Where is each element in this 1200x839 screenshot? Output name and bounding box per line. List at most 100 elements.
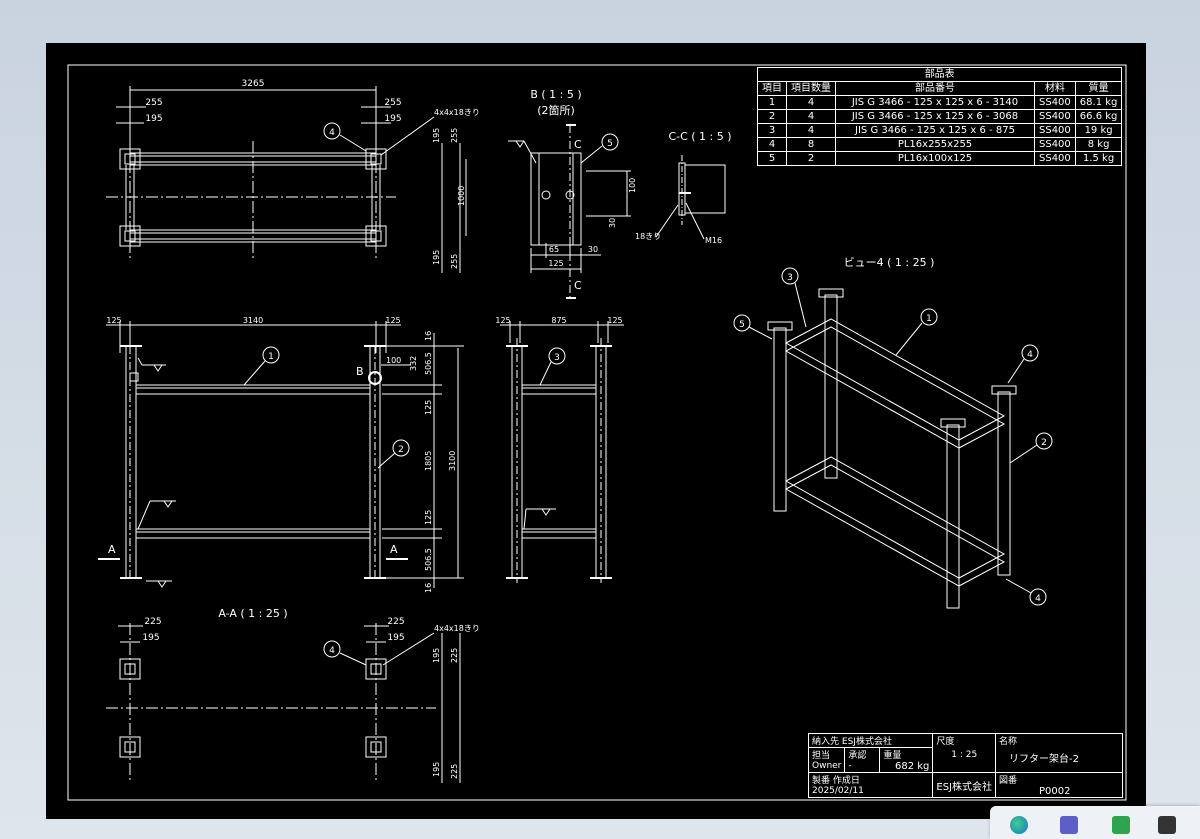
- drawing-canvas[interactable]: 3265 255 195 255 195 4x4x18きり 195 255 10…: [46, 43, 1146, 819]
- iso-view-title: ビュー4 ( 1 : 25 ): [844, 256, 935, 269]
- detail-b-callout: B: [356, 365, 364, 378]
- dim-front-506b: 506.5: [424, 548, 433, 571]
- dim-v255a: 255: [450, 128, 459, 143]
- balloon-iso-1: 1: [926, 314, 932, 324]
- dim-b-30v: 30: [608, 218, 617, 228]
- date-label: 作成日: [832, 776, 860, 786]
- client-label: 納入先: [812, 737, 840, 747]
- dim-b-100: 100: [628, 178, 637, 193]
- dim-aa-v195: 195: [432, 648, 441, 663]
- bom-cell: SS400: [1034, 137, 1076, 152]
- taskbar-tray: [990, 806, 1200, 839]
- bom-row: 5 2 PL16x100x125 SS400 1.5 kg: [757, 151, 1123, 166]
- weight-value: 682 kg: [894, 761, 930, 772]
- name-label: 名称: [999, 737, 1018, 747]
- dim-195-right: 195: [384, 114, 401, 124]
- balloon-top-4: 4: [329, 128, 335, 138]
- approve-label: 承認: [848, 751, 867, 761]
- dim-b-30h: 30: [588, 245, 598, 254]
- bom-header: 項目: [757, 81, 787, 96]
- bom-row: 1 4 JIS G 3466 - 125 x 125 x 6 - 3140 SS…: [757, 95, 1123, 110]
- bom-cell: SS400: [1034, 123, 1076, 138]
- scale-value: 1 : 25: [951, 750, 978, 760]
- dim-front-1805: 1805: [424, 451, 433, 471]
- bom-cell: 4: [786, 109, 836, 124]
- section-aa-title: A-A ( 1 : 25 ): [218, 607, 287, 620]
- bom-cell: JIS G 3466 - 125 x 125 x 6 - 3068: [835, 109, 1035, 124]
- bom-cell: PL16x255x255: [835, 137, 1035, 152]
- side-view: 125 875 125 3: [495, 316, 624, 583]
- section-cc-title: C-C ( 1 : 5 ): [668, 130, 731, 143]
- dim-front-3100: 3100: [448, 451, 457, 471]
- dim-cc-18: 18きり: [635, 232, 661, 241]
- balloon-iso-3: 3: [787, 273, 793, 283]
- bom-header: 質量: [1074, 81, 1123, 96]
- bom-cell: 68.1 kg: [1074, 95, 1123, 110]
- bom-cell: SS400: [1034, 95, 1076, 110]
- balloon-iso-4a: 4: [1027, 350, 1033, 360]
- date-value: 2025/02/11: [812, 786, 864, 796]
- bom-cell: 8: [786, 137, 836, 152]
- section-a-left: A: [108, 543, 116, 556]
- bom-cell: JIS G 3466 - 125 x 125 x 6 - 875: [835, 123, 1035, 138]
- charge-value: Owner: [812, 761, 842, 771]
- bom-cell: SS400: [1034, 109, 1076, 124]
- dim-v195b: 195: [432, 250, 441, 265]
- dim-front-125v: 125: [424, 400, 433, 415]
- company-value: ESJ株式会社: [936, 781, 993, 793]
- bom-row: 3 4 JIS G 3466 - 125 x 125 x 6 - 875 SS4…: [757, 123, 1123, 138]
- bom-row: 2 4 JIS G 3466 - 125 x 125 x 6 - 3068 SS…: [757, 109, 1123, 124]
- cad-drawing: 3265 255 195 255 195 4x4x18きり 195 255 10…: [67, 64, 1127, 801]
- detail-b-view: B ( 1 : 5 ) (2箇所) C C 5 100 30 65 30 125: [508, 88, 637, 299]
- dim-aa-195b: 195: [387, 633, 404, 643]
- bom-cell: 19 kg: [1074, 123, 1123, 138]
- section-a-right: A: [390, 543, 398, 556]
- hole-note-aa: 4x4x18きり: [434, 624, 480, 633]
- dim-front-506a: 506.5: [424, 352, 433, 375]
- bom-cell: 2: [757, 109, 787, 124]
- dim-side-125a: 125: [495, 316, 510, 325]
- isometric-view: ビュー4 ( 1 : 25 ) 3 5 1 4 2 4: [733, 256, 1053, 609]
- dim-aa-v225: 225: [450, 648, 459, 663]
- bom-cell: 8 kg: [1074, 137, 1123, 152]
- dim-front-100: 100: [386, 356, 401, 365]
- detail-b-title: B ( 1 : 5 ): [530, 88, 581, 101]
- dim-v195a: 195: [432, 128, 441, 143]
- balloon-iso-4b: 4: [1035, 594, 1041, 604]
- balloon-aa-4: 4: [329, 646, 335, 656]
- bom-cell: 66.6 kg: [1074, 109, 1123, 124]
- dim-front-16a: 16: [424, 331, 433, 341]
- dim-side-125b: 125: [607, 316, 622, 325]
- section-aa-view: A-A ( 1 : 25 ) 225 195 225 195 4x4x18きり …: [106, 607, 480, 783]
- dim-cc-m16: M16: [705, 236, 722, 245]
- top-view: 3265 255 195 255 195 4x4x18きり 195 255 10…: [106, 79, 480, 273]
- bom-header-row: 項目 項目数量 部品番号 材料 質量: [757, 81, 1123, 96]
- section-c-top: C: [574, 138, 582, 151]
- dim-aa-v225b: 225: [450, 764, 459, 779]
- dim-b-125: 125: [548, 259, 563, 268]
- bom-cell: 5: [757, 151, 787, 166]
- teams-icon[interactable]: [1060, 816, 1078, 834]
- bom-cell: 1.5 kg: [1074, 151, 1123, 166]
- dim-v1000: 1000: [457, 186, 466, 206]
- dim-front-125b: 125: [385, 316, 400, 325]
- edge-icon[interactable]: [1010, 816, 1028, 834]
- app-icon[interactable]: [1158, 816, 1176, 834]
- drawing-value: P0002: [1039, 786, 1071, 797]
- bom-cell: 2: [786, 151, 836, 166]
- balloon-side-3: 3: [554, 353, 560, 363]
- hole-note-top: 4x4x18きり: [434, 108, 480, 117]
- bom-table: 部品表 項目 項目数量 部品番号 材料 質量 1 4 JIS G 3466 - …: [756, 67, 1123, 166]
- balloon-front-1: 1: [268, 352, 274, 362]
- drawing-border: [67, 64, 1127, 801]
- dim-front-332: 332: [409, 356, 418, 371]
- name-value: リフター架台-2: [1009, 754, 1079, 765]
- front-view: 125 3140 125 1 2 B 100 A A: [98, 316, 464, 593]
- bom-cell: PL16x100x125: [835, 151, 1035, 166]
- check-icon[interactable]: [1112, 816, 1130, 834]
- balloon-front-2: 2: [398, 445, 404, 455]
- dim-side-875: 875: [551, 316, 566, 325]
- bom-cell: 1: [757, 95, 787, 110]
- bom-row: 4 8 PL16x255x255 SS400 8 kg: [757, 137, 1123, 152]
